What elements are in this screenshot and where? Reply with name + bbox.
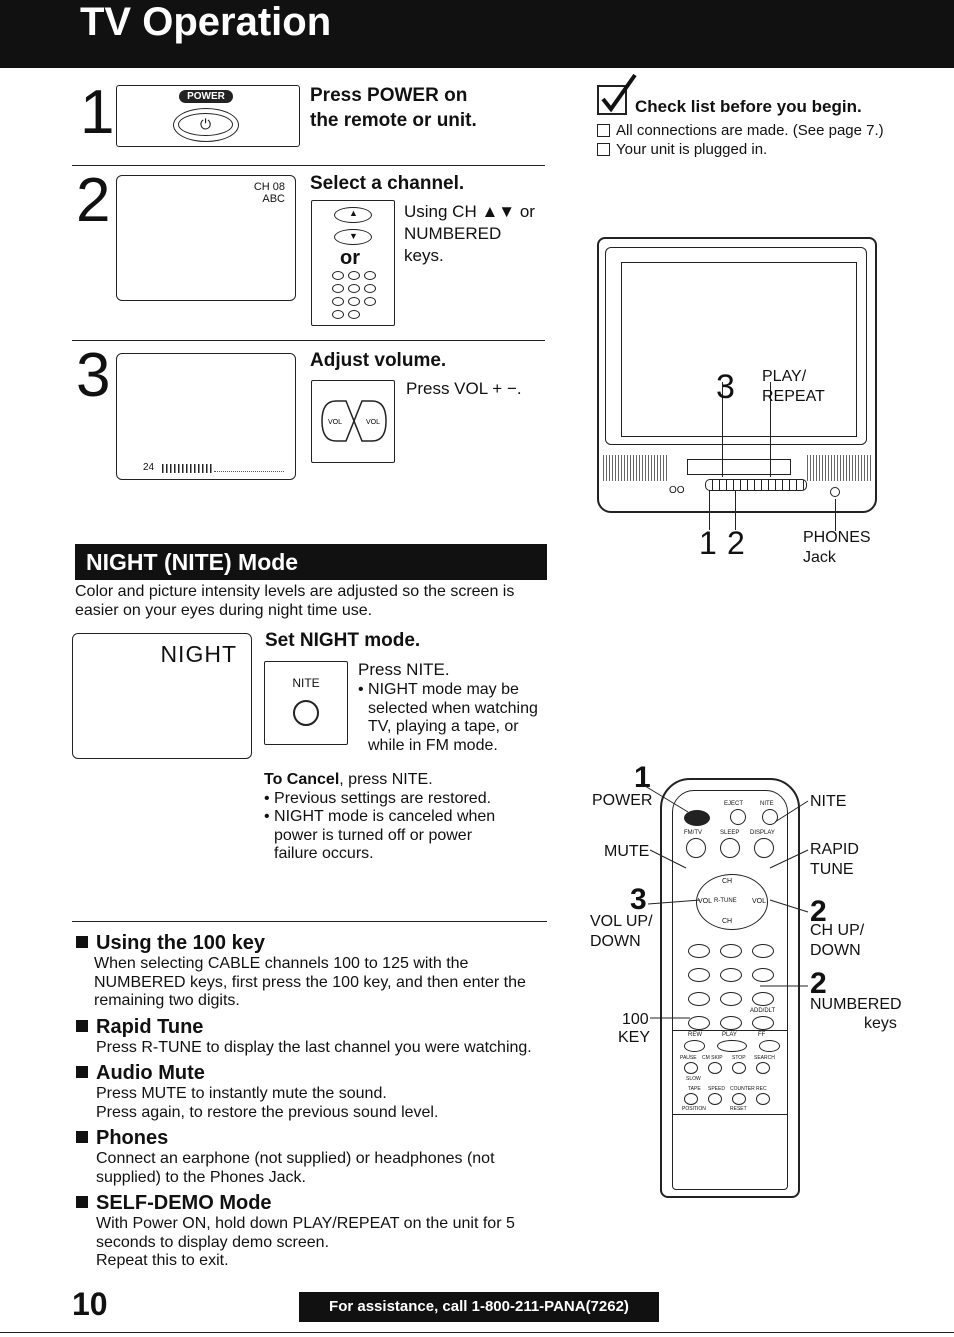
remote-transport-keys	[684, 1040, 780, 1052]
speaker-grille	[603, 455, 667, 481]
volume-keys-illustration: VOL VOL	[311, 380, 395, 463]
play-repeat-label: PLAY/REPEAT	[762, 368, 825, 405]
or-label: or	[340, 247, 360, 269]
page-number: 10	[72, 1286, 108, 1322]
checkbox-icon	[597, 143, 610, 156]
remote-key-label: KEY	[618, 1029, 651, 1046]
tv-screen-night: NIGHT	[72, 633, 252, 759]
svg-text:VOL: VOL	[366, 419, 380, 426]
remote-keys-label: keys	[864, 1015, 897, 1032]
remote-mute-button	[686, 838, 706, 858]
callout-3: 3	[716, 368, 735, 406]
nite-button-illustration: NITE	[264, 661, 348, 745]
night-instructions: Press NITE. • NIGHT mode may be selected…	[358, 660, 538, 754]
callout-2: 2	[727, 525, 745, 561]
remote-callout-3: 3	[630, 883, 647, 916]
remote-callout-2b: 2	[810, 967, 827, 1000]
tv-unit-diagram: OO	[597, 237, 877, 531]
night-mode-banner: NIGHT (NITE) Mode	[75, 544, 547, 580]
remote-vol-label: VOL UP/DOWN	[590, 913, 653, 950]
checklist-heading: Check list before you begin.	[635, 97, 862, 116]
phones-jack-icon	[830, 487, 840, 497]
tv-screen-volume: 24	[116, 353, 296, 480]
tape-slot	[687, 459, 791, 475]
checklist-item: Your unit is plugged in.	[597, 141, 767, 159]
section-self-demo: SELF-DEMO Mode With Power ON, hold down …	[76, 1191, 566, 1271]
remote-power-label: POWER	[592, 792, 653, 809]
divider	[72, 165, 545, 166]
night-intro: Color and picture intensity levels are a…	[75, 583, 515, 619]
remote-display-button	[754, 838, 774, 858]
checkmark-icon	[597, 73, 637, 115]
remote-numbered-label: NUMBERED	[810, 996, 902, 1013]
tv-screen-channel: CH 08 ABC	[116, 175, 296, 301]
remote-mute-label: MUTE	[604, 843, 650, 860]
unit-indicator-icon: OO	[669, 485, 685, 496]
remote-control-diagram: EJECT NITE FM/TV SLEEP DISPLAY CH VOL R-…	[660, 778, 800, 1198]
night-heading: Set NIGHT mode.	[265, 630, 421, 651]
section-100-key: Using the 100 key When selecting CABLE c…	[76, 931, 566, 1011]
remote-power-button	[684, 810, 710, 826]
assistance-banner: For assistance, call 1-800-211-PANA(7262…	[299, 1292, 659, 1322]
numbered-keys-icon	[332, 271, 380, 321]
info-sections: Using the 100 key When selecting CABLE c…	[76, 931, 566, 1271]
night-cancel: To Cancel, press NITE. • Previous settin…	[264, 771, 496, 862]
remote-ch-label: CH UP/DOWN	[810, 922, 865, 959]
power-label: POWER	[179, 90, 233, 103]
channel-station: ABC	[262, 193, 285, 205]
power-icon: ⏻	[200, 116, 212, 132]
unit-buttons	[705, 479, 807, 491]
tv-screen	[621, 262, 857, 437]
remote-number-pad	[688, 944, 780, 1030]
remote-100-key	[688, 1016, 710, 1030]
night-screen-text: NIGHT	[160, 641, 237, 667]
divider	[72, 921, 547, 922]
checkbox-icon	[597, 124, 610, 137]
remote-nite-label: NITE	[810, 793, 847, 810]
channel-readout: CH 08	[253, 181, 285, 193]
step-3-number: 3	[76, 341, 111, 410]
step-2-number: 2	[76, 166, 111, 235]
remote-callout-2a: 2	[810, 895, 827, 928]
remote-callout-1: 1	[634, 761, 651, 794]
step-2-heading: Select a channel.	[310, 173, 465, 194]
section-rapid-tune: Rapid Tune Press R-TUNE to display the l…	[76, 1015, 566, 1058]
ch-down-icon: ▼	[334, 229, 372, 245]
remote-sleep-button	[720, 838, 740, 858]
svg-text:VOL: VOL	[328, 419, 342, 426]
checklist-item: All connections are made. (See page 7.)	[597, 122, 884, 140]
nite-button-icon	[293, 700, 319, 726]
step-1-number: 1	[80, 78, 115, 147]
divider	[72, 340, 545, 341]
step-3-heading: Adjust volume.	[310, 350, 447, 371]
bottom-rule	[0, 1332, 954, 1333]
speaker-grille	[807, 455, 871, 481]
step-3-text: Press VOL + −.	[406, 379, 522, 398]
page-header: TV Operation	[0, 0, 954, 68]
section-phones: Phones Connect an earphone (not supplied…	[76, 1126, 566, 1187]
remote-100-label: 100	[622, 1011, 649, 1028]
volume-readout: 24	[143, 462, 155, 473]
remote-dpad	[696, 874, 768, 930]
callout-1: 1	[699, 525, 717, 561]
ch-up-icon: ▲	[334, 207, 372, 223]
power-button-illustration: POWER ⏻	[116, 85, 300, 147]
channel-keys-illustration: ▲ ▼ or	[311, 200, 395, 326]
remote-nite-button	[762, 809, 778, 825]
remote-eject-button	[730, 809, 746, 825]
page-title: TV Operation	[80, 0, 332, 44]
power-button: ⏻	[173, 108, 239, 142]
section-audio-mute: Audio Mute Press MUTE to instantly mute …	[76, 1061, 566, 1122]
volume-bar	[162, 464, 212, 473]
